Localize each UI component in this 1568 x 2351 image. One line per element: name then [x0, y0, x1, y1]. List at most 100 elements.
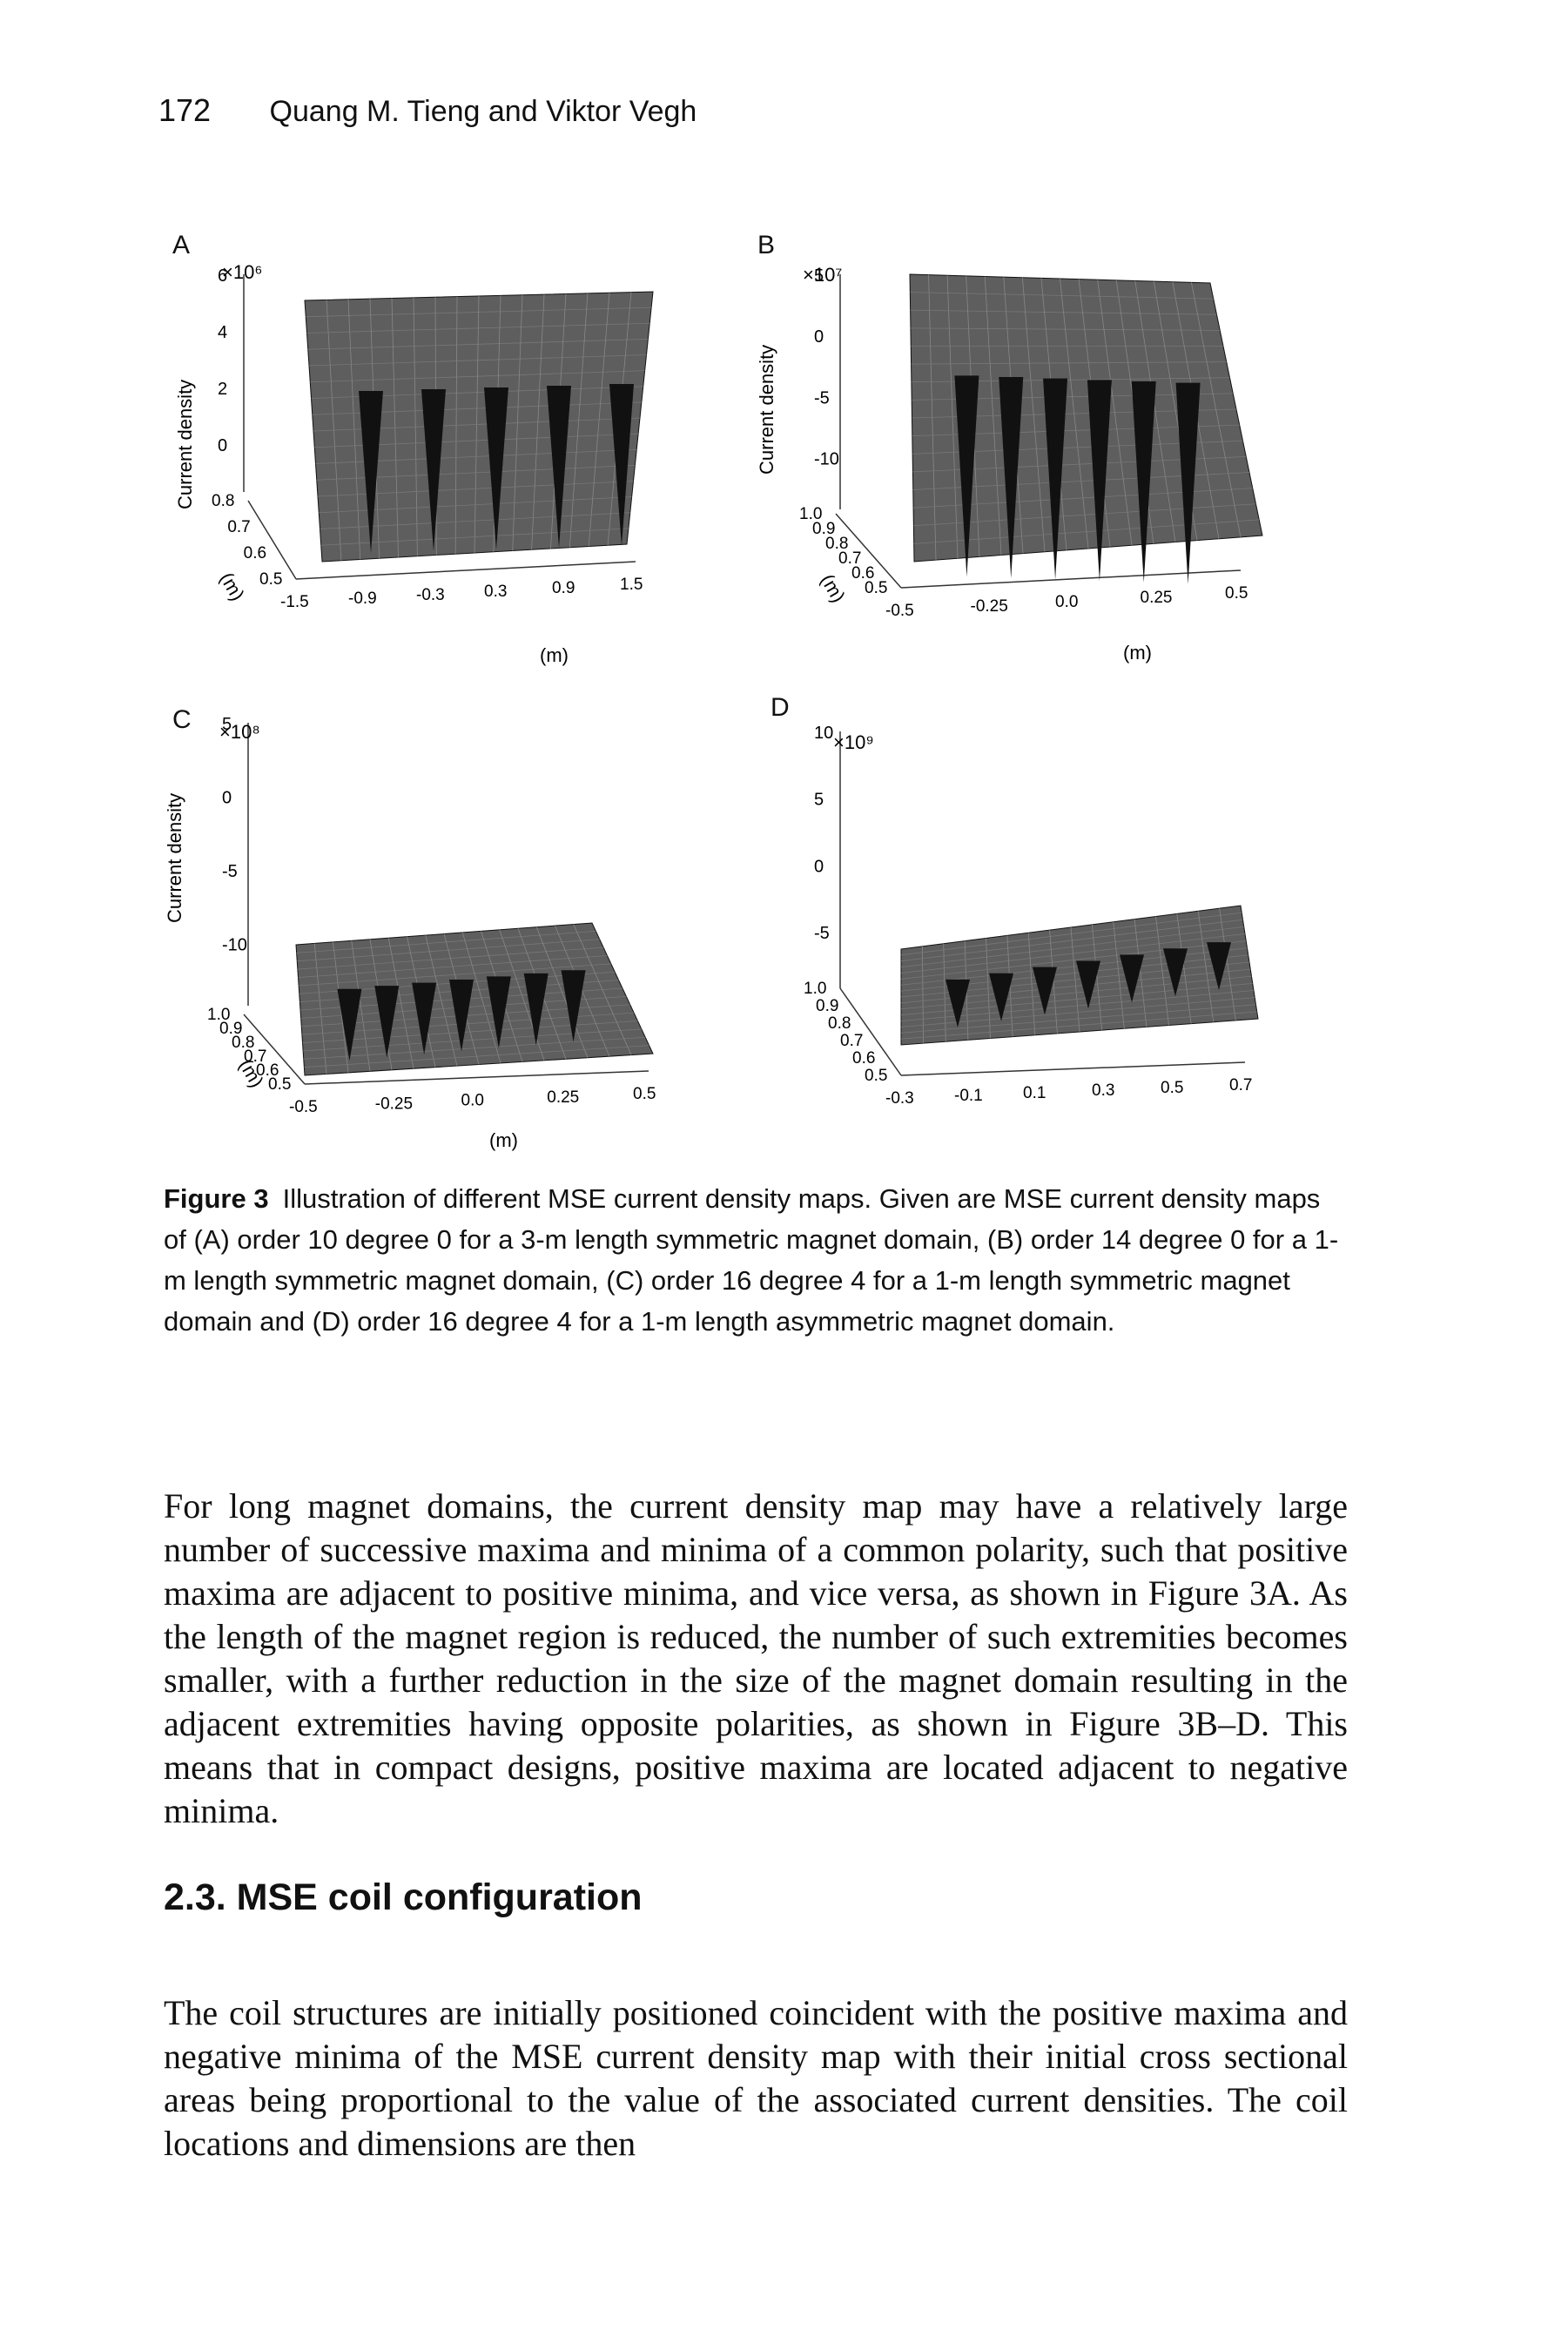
surface-spike [421, 389, 446, 551]
surface-spike [523, 973, 548, 1046]
y-tick-label: 0.9 [816, 997, 838, 1015]
x-tick-label: 0.3 [1092, 1081, 1114, 1100]
y-axis-line [243, 1014, 306, 1085]
x-tick-label: -0.25 [971, 597, 1008, 616]
z-tick-label: -5 [222, 862, 238, 881]
z-tick-label: 0 [814, 857, 824, 876]
z-tick-label: 0 [218, 436, 227, 455]
y-tick-label: 0.6 [244, 544, 266, 562]
z-tick-label: -10 [814, 450, 839, 469]
x-tick-label: -0.9 [348, 589, 377, 608]
surface-spike [1043, 378, 1068, 580]
mesh-line [1097, 280, 1133, 546]
multiplier-label: ×10⁶ [222, 261, 262, 283]
surface-mesh [900, 905, 1259, 1046]
y-axis-line [835, 513, 902, 589]
multiplier-label: ×10⁸ [219, 721, 260, 743]
surface-spike [946, 979, 970, 1027]
z-tick-label: 4 [218, 323, 227, 342]
panel-letter: C [172, 705, 192, 734]
mesh-line [569, 293, 589, 548]
surface-spike [547, 386, 571, 548]
mesh-line [303, 1036, 646, 1060]
x-tick-label: 0.5 [1161, 1079, 1183, 1097]
mesh-line [1134, 280, 1176, 542]
y-axis-unit: (m) [216, 569, 249, 604]
body-paragraph: The coil structures are initially positi… [164, 1993, 1348, 2163]
surface-spike [1163, 948, 1188, 997]
x-tick-label: -0.3 [885, 1089, 914, 1108]
surface-mesh [304, 291, 654, 562]
mesh-line [900, 997, 1255, 1027]
x-axis-unit: (m) [489, 1129, 518, 1151]
y-axis-line [247, 500, 297, 580]
surface-spike [989, 973, 1013, 1021]
y-tick-label: 0.9 [219, 1020, 242, 1038]
z-tick-label: 5 [814, 791, 824, 810]
x-axis-unit: (m) [540, 644, 569, 666]
y-tick-label: 0.7 [838, 549, 861, 568]
x-tick-label: 0.3 [484, 583, 507, 601]
z-tick-label: 5 [222, 715, 232, 734]
x-tick-label: 0.25 [1141, 589, 1173, 607]
x-axis-line [295, 561, 636, 580]
multiplier-label: ×10⁷ [803, 264, 842, 286]
mesh-line [588, 293, 610, 547]
surface-spike [999, 377, 1024, 578]
y-tick-label: 0.5 [865, 1067, 887, 1085]
mesh-line [461, 932, 501, 1064]
caption-text: Illustration of different MSE current de… [164, 1183, 1339, 1337]
y-tick-label: 0.5 [865, 579, 887, 597]
z-axis-label: Current density [756, 345, 777, 475]
surface-spike [337, 988, 362, 1061]
y-tick-label: 0.6 [852, 1049, 875, 1068]
z-tick-label: 2 [218, 380, 227, 399]
page-number: 172 [158, 92, 212, 128]
mesh-line [1155, 916, 1169, 1026]
y-tick-label: 0.5 [268, 1075, 291, 1094]
x-tick-label: -0.5 [885, 602, 914, 620]
y-tick-label: 0.5 [259, 570, 282, 589]
mesh-line [555, 925, 610, 1057]
y-tick-label: 1.0 [799, 505, 822, 523]
x-tick-label: 0.7 [1229, 1076, 1252, 1095]
mesh-line [301, 1012, 635, 1035]
x-tick-label: 0.5 [633, 1085, 656, 1103]
z-tick-label: 0 [222, 789, 232, 808]
y-axis-line [839, 987, 902, 1076]
x-tick-label: 0.25 [547, 1088, 579, 1107]
mesh-line [1091, 924, 1103, 1031]
section-heading: 2.3. MSE coil configuration [164, 1876, 643, 1918]
mesh-line [913, 519, 1260, 544]
figure-label: Figure 3 [164, 1183, 269, 1214]
mesh-line [1197, 911, 1215, 1022]
mesh-line [303, 1028, 642, 1052]
mesh-line [900, 1004, 1256, 1034]
surface-sheet [900, 905, 1259, 1046]
z-axis-label: Current density [174, 380, 196, 509]
mesh-line [1176, 913, 1192, 1024]
surface-mesh [909, 273, 1263, 584]
y-tick-label: 0.7 [244, 1048, 266, 1066]
mesh-line [1191, 282, 1242, 537]
y-axis-unit: (m) [817, 570, 850, 606]
x-tick-label: 0.5 [1225, 584, 1248, 603]
x-axis-line [900, 569, 1242, 589]
x-axis-line [900, 1061, 1246, 1076]
surface-spike [449, 980, 474, 1052]
z-tick-label: -10 [222, 936, 247, 955]
z-tick-label: -5 [814, 924, 830, 943]
y-tick-label: 0.6 [851, 564, 874, 583]
x-tick-label: -0.5 [289, 1098, 318, 1116]
mesh-line [573, 924, 632, 1055]
mesh-line [302, 1021, 638, 1043]
x-tick-label: 0.0 [1055, 593, 1078, 611]
surface-spike [561, 970, 586, 1042]
